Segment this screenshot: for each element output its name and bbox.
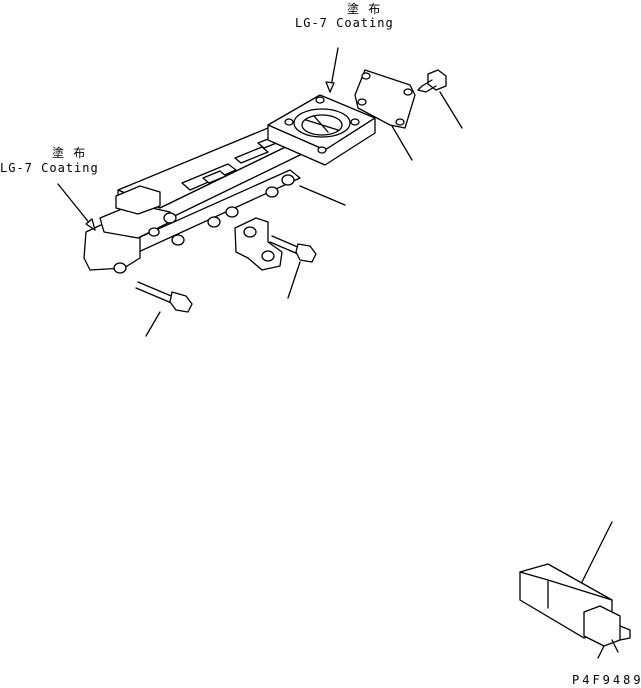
top-coating-kanji-label: 塗 布 xyxy=(347,2,382,16)
long-bolt xyxy=(135,281,193,313)
left-coating-kanji-label: 塗 布 xyxy=(52,146,87,160)
detail-part xyxy=(519,563,631,659)
drawing-code: P4F9489 xyxy=(572,673,641,687)
flange-bolt xyxy=(417,69,447,93)
bracket-bolt xyxy=(269,235,317,263)
top-coating-label: LG-7 Coating xyxy=(295,16,394,30)
bracket xyxy=(234,217,283,271)
left-coating-label: LG-7 Coating xyxy=(0,161,99,175)
cover-plate xyxy=(354,69,416,129)
manifold xyxy=(83,94,376,274)
leader-lines xyxy=(57,47,613,591)
